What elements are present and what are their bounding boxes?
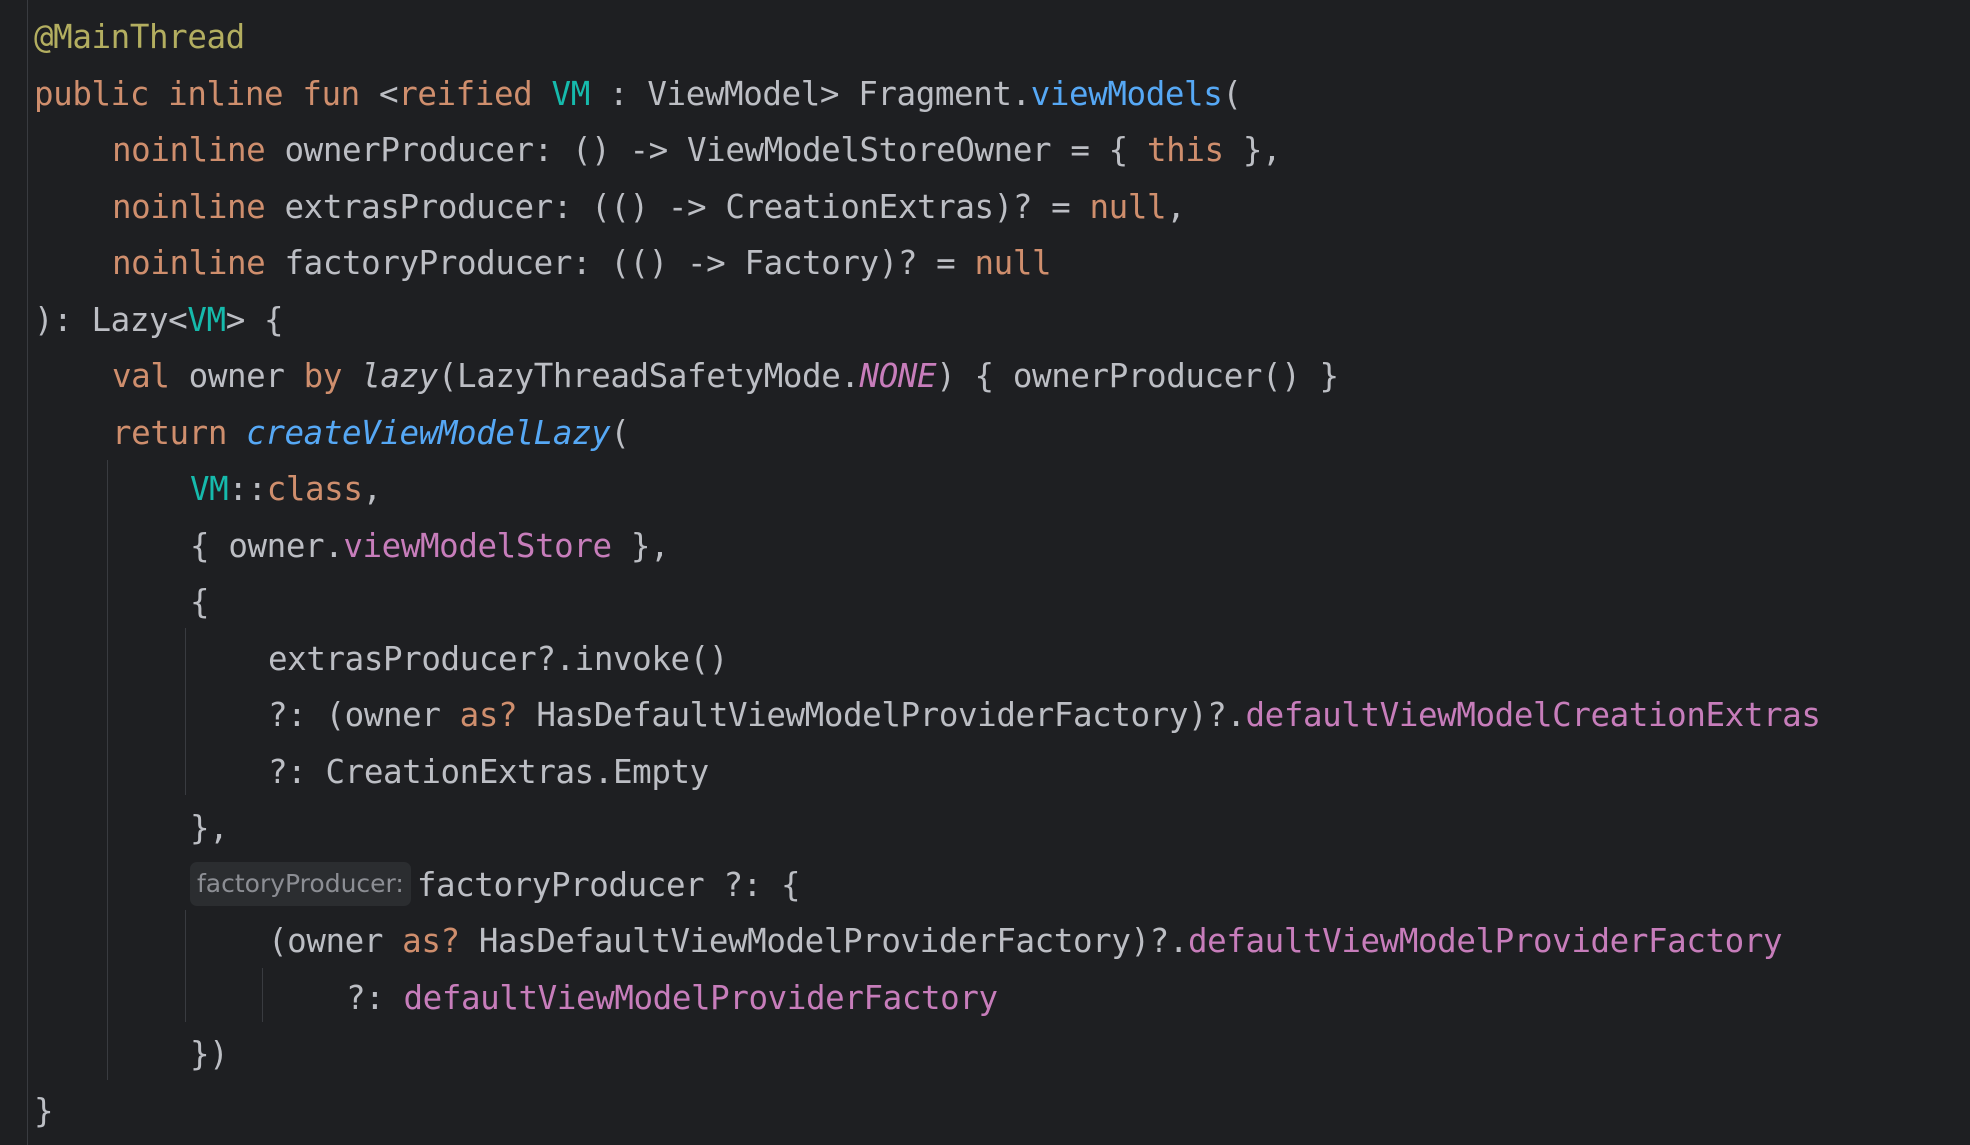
code-token: }, [611,526,670,565]
code-line[interactable]: factoryProducer:factoryProducer ?: { [190,857,801,913]
code-line[interactable]: { owner.viewModelStore }, [190,518,670,574]
code-token: VM [551,74,591,113]
code-token: ): Lazy< [34,300,188,339]
code-token: this [1147,131,1224,169]
code-token: extrasProducer: (() -> CreationExtras)? … [265,187,1090,226]
code-line[interactable]: return createViewModelLazy( [112,405,630,461]
code-token: (owner [268,922,403,960]
code-token [342,357,361,395]
code-token: lazy [361,357,438,395]
code-line[interactable]: { [190,574,210,630]
indent-guide [185,628,186,795]
code-token: , [1166,187,1186,226]
indent-guide [107,460,108,1080]
code-token: createViewModelLazy [246,413,611,452]
code-token: , [362,470,383,508]
code-token: class [266,470,363,508]
code-token: > { [225,300,284,339]
code-token: VM [190,470,229,508]
code-token: null [974,244,1052,282]
code-token: ( [1222,74,1242,113]
code-token: extrasProducer?.invoke() [268,639,728,678]
code-token: factoryProducer ?: { [416,865,801,904]
code-token: :: [228,470,267,508]
code-token: ownerProducer: () -> ViewModelStoreOwner… [265,131,1148,169]
code-token: { [190,583,210,621]
code-line[interactable]: (owner as? HasDefaultViewModelProviderFa… [268,913,1783,969]
code-line[interactable]: noinline extrasProducer: (() -> Creation… [112,179,1186,235]
code-token: return [112,413,227,452]
code-token: { owner. [190,526,344,565]
code-token: ?: [346,978,404,1017]
code-line[interactable]: noinline ownerProducer: () -> ViewModelS… [112,122,1282,178]
code-token: by [303,357,343,395]
code-line[interactable]: noinline factoryProducer: (() -> Factory… [112,235,1052,291]
code-token: }, [190,809,229,847]
code-token: } [34,1091,54,1130]
code-token: noinline [112,244,266,282]
code-token: defaultViewModelProviderFactory [403,978,999,1017]
code-line[interactable]: ?: CreationExtras.Empty [268,744,709,800]
code-token: ?: CreationExtras.Empty [268,752,709,791]
code-token: HasDefaultViewModelProviderFactory)?. [517,696,1246,734]
code-token: ?: (owner [268,696,460,734]
code-token: @MainThread [34,18,245,56]
code-token [149,75,168,113]
code-token: as? [459,696,518,734]
code-line[interactable]: VM::class, [190,461,382,517]
code-line[interactable]: ?: defaultViewModelProviderFactory [346,970,998,1026]
code-token: inline [168,74,284,113]
code-token [227,414,246,452]
code-token [283,75,302,113]
code-line[interactable]: public inline fun <reified VM : ViewMode… [34,66,1242,122]
code-token: defaultViewModelCreationExtras [1245,696,1821,734]
code-token: owner [169,357,304,395]
indent-guide [262,968,263,1022]
code-line[interactable]: extrasProducer?.invoke() [268,631,728,687]
code-token: }, [1223,131,1282,169]
code-line[interactable]: @MainThread [34,9,245,65]
code-token: (LazyThreadSafetyMode. [437,357,860,395]
code-token: ( [610,413,630,452]
code-token: }) [190,1035,229,1073]
code-line[interactable]: ?: (owner as? HasDefaultViewModelProvide… [268,687,1821,743]
code-line[interactable]: ): Lazy<VM> { [34,292,284,348]
code-token: HasDefaultViewModelProviderFactory)?. [459,922,1189,960]
code-token: factoryProducer: (() -> Factory)? = [265,244,975,282]
code-token: as? [402,922,460,960]
parameter-name-hint: factoryProducer: [190,861,411,906]
code-token [532,75,551,113]
code-token: null [1089,187,1167,226]
code-line[interactable]: }, [190,800,229,856]
code-token: fun [302,74,360,113]
code-token: viewModelStore [343,526,612,565]
code-token: reified [398,74,533,113]
code-line[interactable]: } [34,1083,54,1139]
code-token: noinline [112,131,266,169]
code-token: noinline [112,187,266,226]
code-line[interactable]: val owner by lazy(LazyThreadSafetyMode.N… [112,348,1339,404]
indent-guide [185,910,186,1022]
code-token: viewModels [1030,74,1223,113]
code-line[interactable]: }) [190,1026,229,1082]
code-token: NONE [859,357,937,395]
gutter-divider [27,0,28,1145]
code-token: : ViewModel> Fragment. [589,74,1031,113]
code-token: < [359,74,399,113]
code-token: val [112,357,170,395]
code-token: defaultViewModelProviderFactory [1188,922,1783,960]
code-token: ) { ownerProducer() } [936,357,1339,395]
code-token: public [34,74,149,113]
code-token: VM [187,300,226,339]
